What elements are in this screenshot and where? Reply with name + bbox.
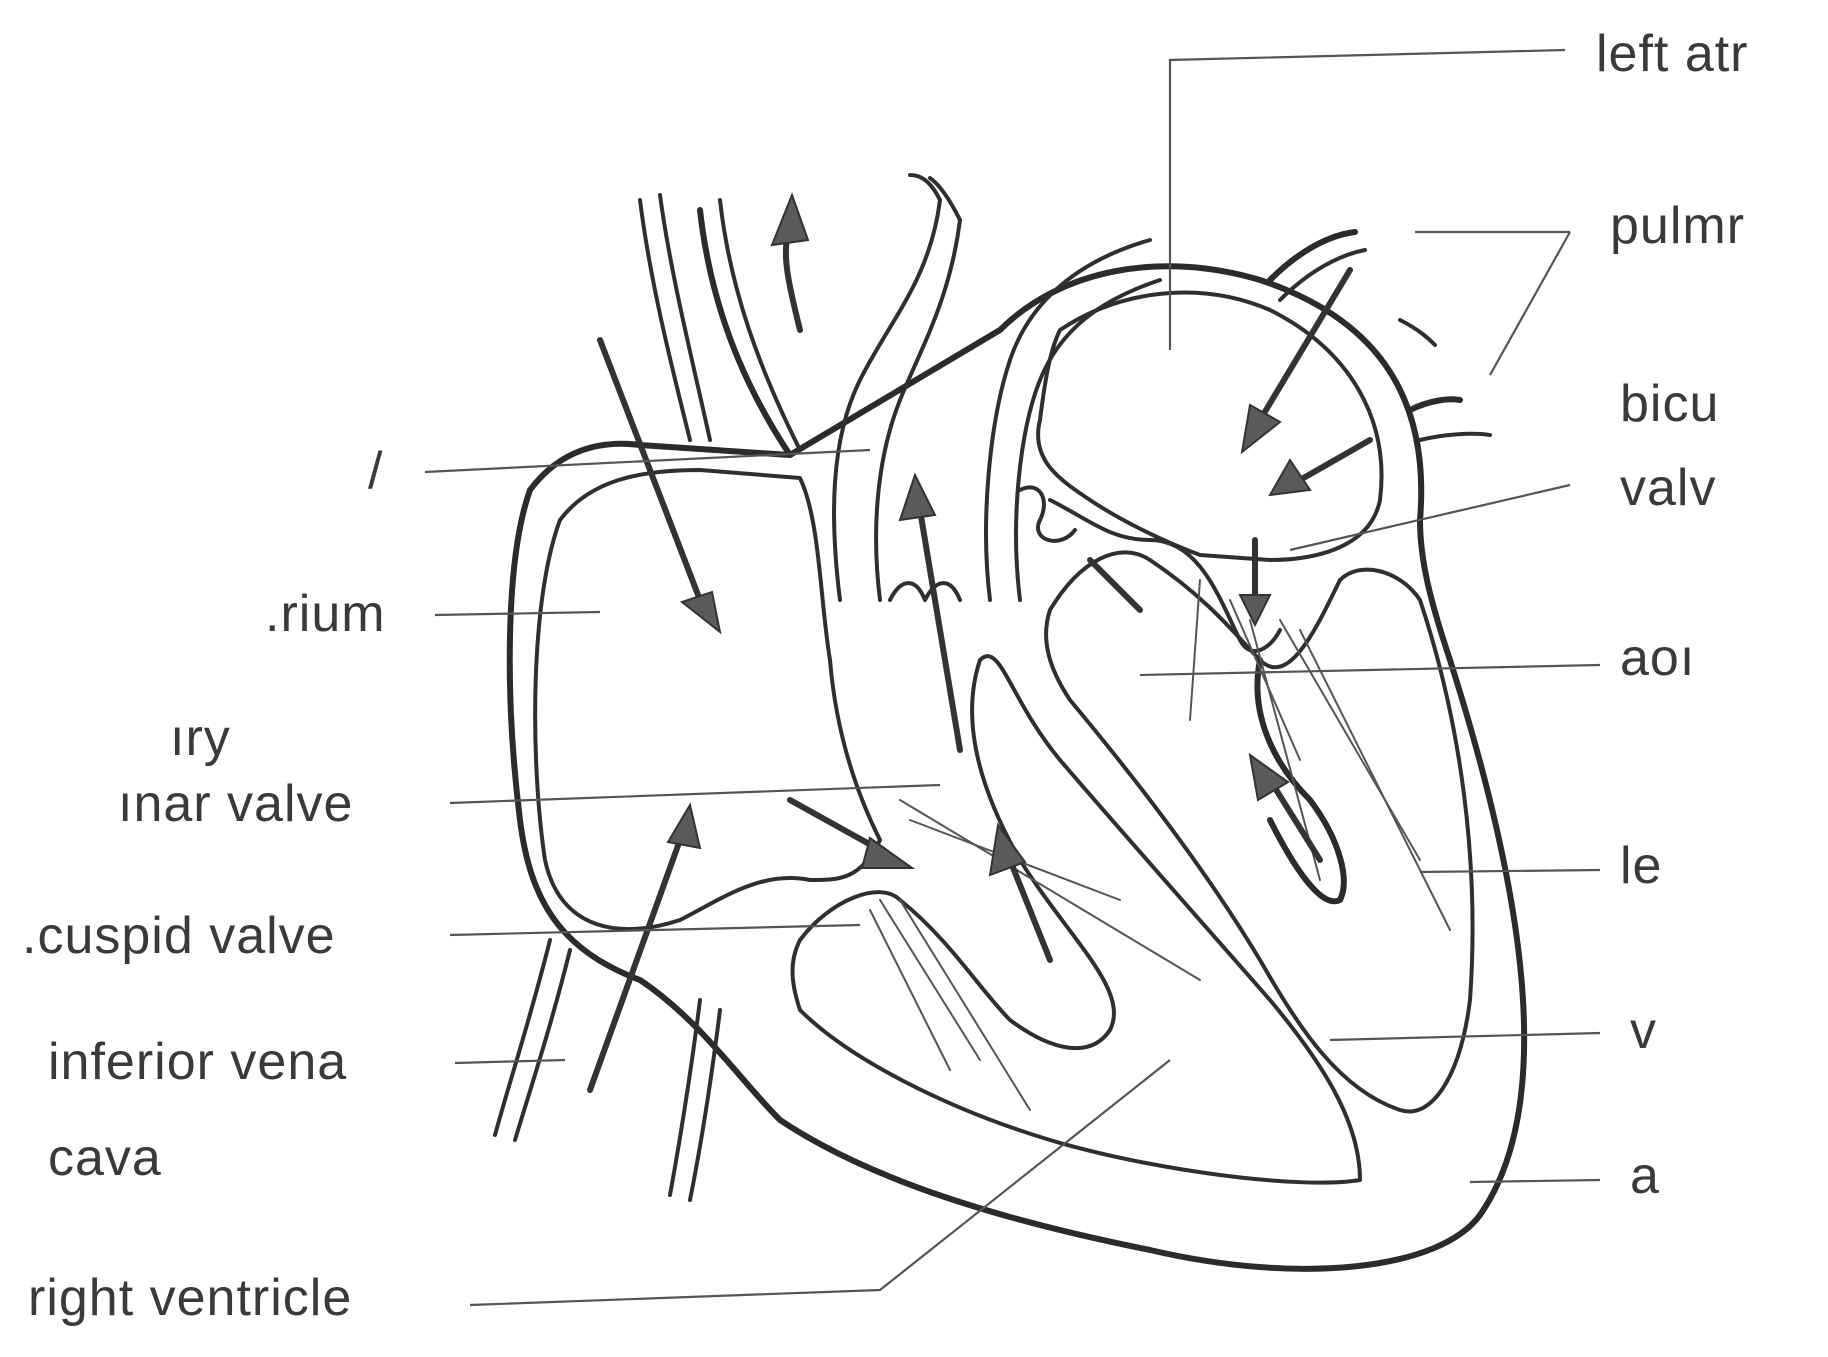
arrow-bicuspid-down — [1240, 540, 1270, 625]
arrow-ivc-up — [590, 805, 700, 1090]
arrow-ra-to-rv — [790, 800, 912, 868]
flow-arrows — [590, 195, 1370, 1090]
right-ventricle-shape — [793, 656, 1361, 1183]
label-apex: a — [1630, 1150, 1660, 1202]
label-tricuspid-valve: .cuspid valve — [22, 910, 336, 962]
arrow-svc-down — [600, 340, 720, 632]
label-pulmonary-semilunar-1: ıry — [170, 712, 231, 764]
label-left-ventricle-le: le — [1620, 840, 1662, 892]
aorta-vessels — [834, 175, 1160, 600]
pulmonary-veins — [1270, 232, 1490, 440]
label-pulmonary-veins: pulmr — [1610, 200, 1745, 252]
inferior-vena-cava — [495, 940, 720, 1200]
label-bicuspid: bicu — [1620, 378, 1719, 430]
label-left-ventricle-v: v — [1630, 1005, 1657, 1057]
label-left-atrium: left atr — [1596, 28, 1749, 80]
label-pulmonary-semilunar-2: ınar valve — [118, 778, 353, 830]
label-bicuspid-valve: valv — [1620, 462, 1716, 514]
arrow-rv-to-pulmonary — [900, 475, 960, 750]
arrow-aorta-in — [1090, 560, 1140, 610]
arrow-la-down-2 — [1270, 440, 1370, 495]
label-aorta: aoı — [1620, 632, 1695, 684]
label-vena-cava-top: / — [368, 445, 383, 497]
label-right-atrium: .rium — [265, 588, 386, 640]
label-inferior-vena: inferior vena — [48, 1036, 347, 1088]
label-right-ventricle: right ventricle — [28, 1272, 352, 1324]
label-cava: cava — [48, 1132, 162, 1184]
chordae-tendineae — [870, 580, 1450, 1110]
arrow-pulmonary-trunk-up — [772, 195, 808, 330]
right-atrium-shape — [535, 470, 880, 929]
leader-lines — [425, 50, 1600, 1305]
